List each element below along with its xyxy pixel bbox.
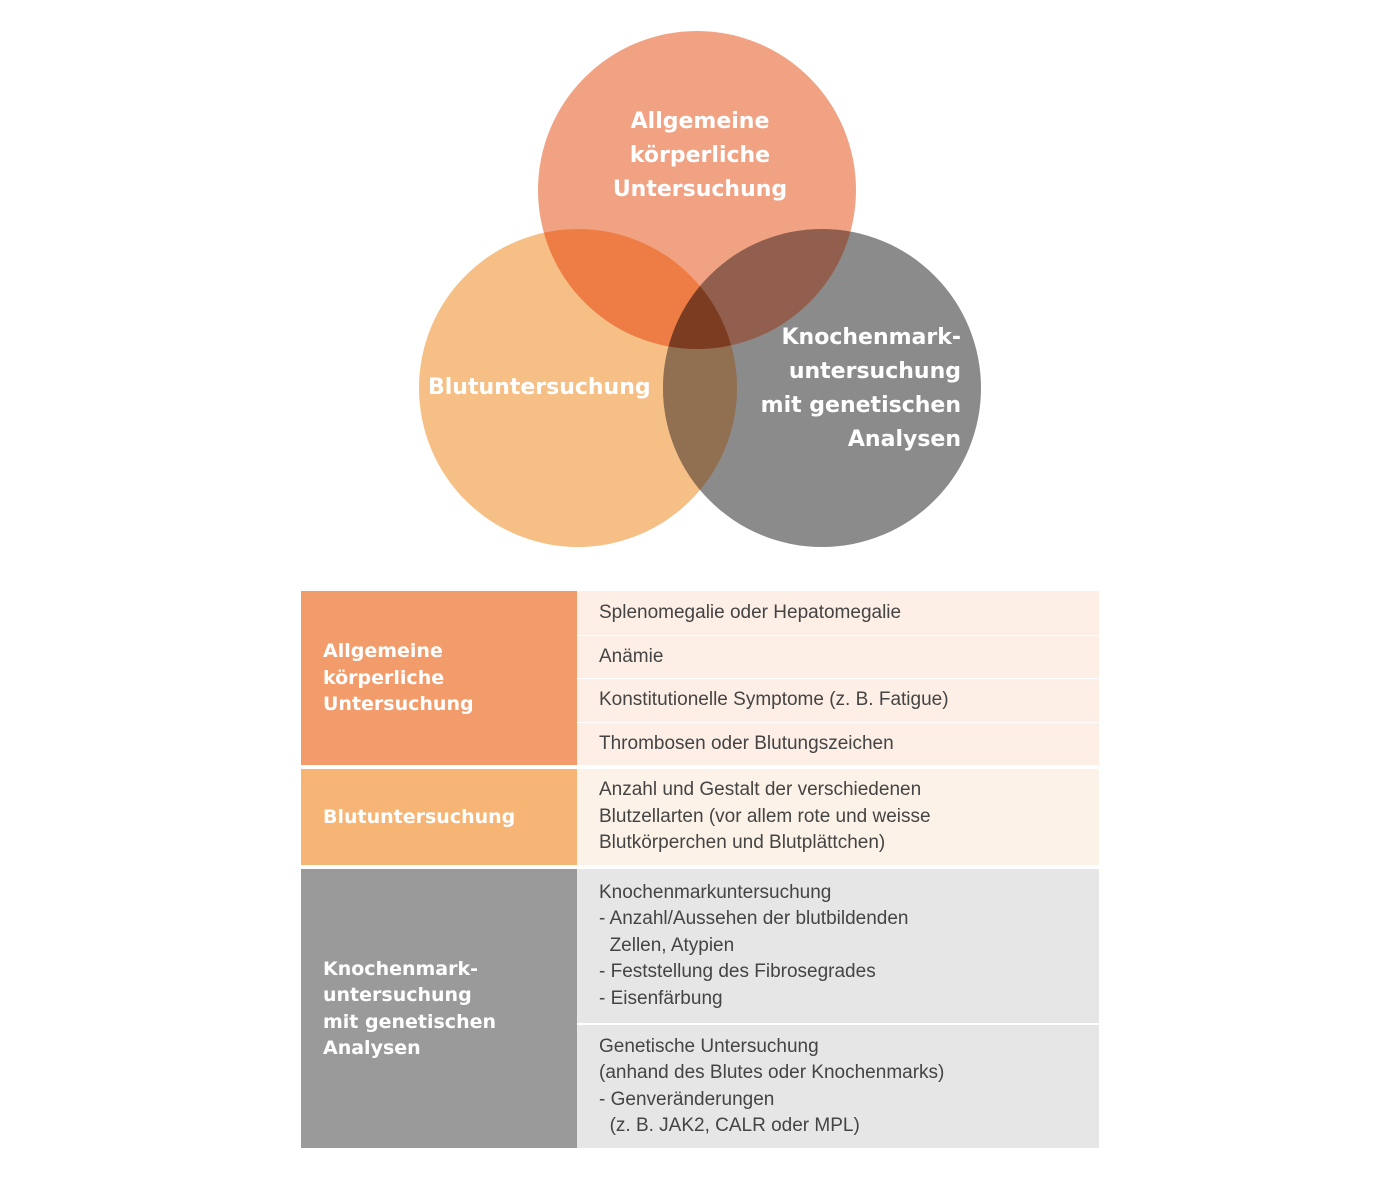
overlap-top-left: [538, 229, 737, 349]
circle-top-label: Allgemeine körperliche Untersuchung: [612, 109, 788, 202]
overlap-top-right: [663, 229, 856, 349]
group-header: Allgemeine körperliche Untersuchung: [301, 591, 577, 765]
circle-right-label: Knochenmark- untersuchung mit genetische…: [760, 325, 961, 452]
venn-diagram: [419, 31, 981, 547]
table-group-blood-test: Blutuntersuchung Anzahl und Gestalt der …: [301, 769, 1099, 865]
table-cell: Thrombosen oder Blutungszeichen: [577, 721, 1099, 765]
examinations-table: Allgemeine körperliche Untersuchung Sple…: [301, 591, 1099, 1148]
table-group-bone-marrow: Knochenmark- untersuchung mit genetische…: [301, 869, 1099, 1148]
table-cell: Konstitutionelle Symptome (z. B. Fatigue…: [577, 678, 1099, 722]
table-cell: Anzahl und Gestalt der verschiedenen Blu…: [577, 769, 1099, 865]
table-cell: Splenomegalie oder Hepatomegalie: [577, 591, 1099, 635]
group-header: Knochenmark- untersuchung mit genetische…: [301, 869, 577, 1148]
table-cell: Anämie: [577, 634, 1099, 678]
table-cell: Genetische Untersuchung (anhand des Blut…: [577, 1023, 1099, 1148]
group-header: Blutuntersuchung: [301, 769, 577, 865]
table-group-physical-exam: Allgemeine körperliche Untersuchung Sple…: [301, 591, 1099, 765]
circle-left-label: Blutuntersuchung: [428, 375, 651, 400]
table-cell: Knochenmarkuntersuchung - Anzahl/Aussehe…: [577, 869, 1099, 1023]
